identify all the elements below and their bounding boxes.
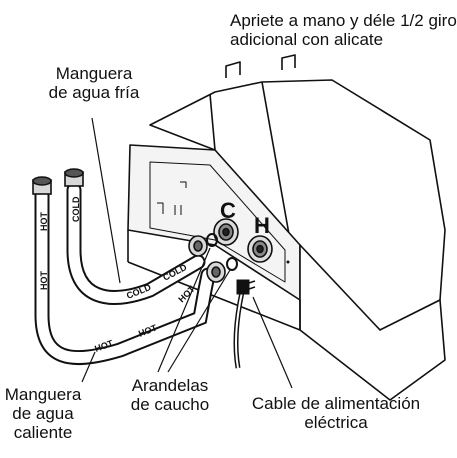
washers-label-line-2: de caucho bbox=[130, 395, 210, 414]
rubber-washers bbox=[206, 233, 238, 271]
hot-hose-coupling-free bbox=[32, 176, 52, 195]
leader-hot-hose bbox=[81, 351, 96, 383]
hot-hose bbox=[34, 182, 216, 366]
leader-cold-hose bbox=[91, 117, 121, 284]
cold-hose-label: Manguera de agua fría bbox=[30, 64, 158, 102]
hose-marking-hot-1: HOT bbox=[39, 212, 49, 232]
instruction-line-2: adicional con alicate bbox=[230, 30, 384, 49]
cold-hose-coupling-attached bbox=[188, 235, 208, 257]
power-cord-label: Cable de alimentación eléctrica bbox=[224, 394, 448, 432]
power-cord bbox=[233, 279, 256, 369]
power-cord-label-line-2: eléctrica bbox=[304, 413, 368, 432]
hot-hose-coupling-attached bbox=[206, 261, 226, 283]
leader-washer-1 bbox=[157, 247, 211, 373]
panel-dot bbox=[286, 260, 290, 264]
washer-back-illustration: C H bbox=[32, 54, 446, 401]
valve-letter-hot: H bbox=[254, 213, 270, 238]
cold-hose-label-line-1: Manguera bbox=[55, 64, 133, 83]
cold-hose-coupling-free bbox=[64, 168, 84, 187]
instruction-label: Apriete a mano y déle 1/2 giro adicional… bbox=[230, 11, 457, 49]
cold-hose bbox=[66, 182, 206, 305]
hose-installation-diagram: C H bbox=[0, 11, 457, 442]
hot-hose-label: Manguera de agua caliente bbox=[0, 385, 86, 442]
hose-marking-hot-2: HOT bbox=[39, 271, 49, 291]
hose-marking-cold-1: COLD bbox=[71, 196, 81, 222]
hot-hose-label-line-2: de agua bbox=[12, 404, 74, 423]
leader-lines bbox=[81, 117, 293, 389]
leader-power-cord bbox=[252, 296, 293, 389]
hot-hose-label-line-3: caliente bbox=[13, 423, 73, 442]
washers-label-line-1: Arandelas bbox=[131, 376, 209, 395]
cold-hose-label-line-2: de agua fría bbox=[48, 83, 140, 102]
cold-water-valve bbox=[213, 218, 239, 246]
washers-label: Arandelas de caucho bbox=[122, 376, 218, 414]
instruction-line-1: Apriete a mano y déle 1/2 giro bbox=[230, 11, 457, 30]
washer-cabinet bbox=[127, 54, 446, 401]
power-cord-label-line-1: Cable de alimentación bbox=[251, 394, 421, 413]
valve-letter-cold: C bbox=[220, 198, 236, 223]
leader-washer-2 bbox=[167, 269, 231, 373]
hot-hose-label-line-1: Manguera bbox=[4, 385, 82, 404]
hot-water-valve bbox=[247, 235, 273, 263]
